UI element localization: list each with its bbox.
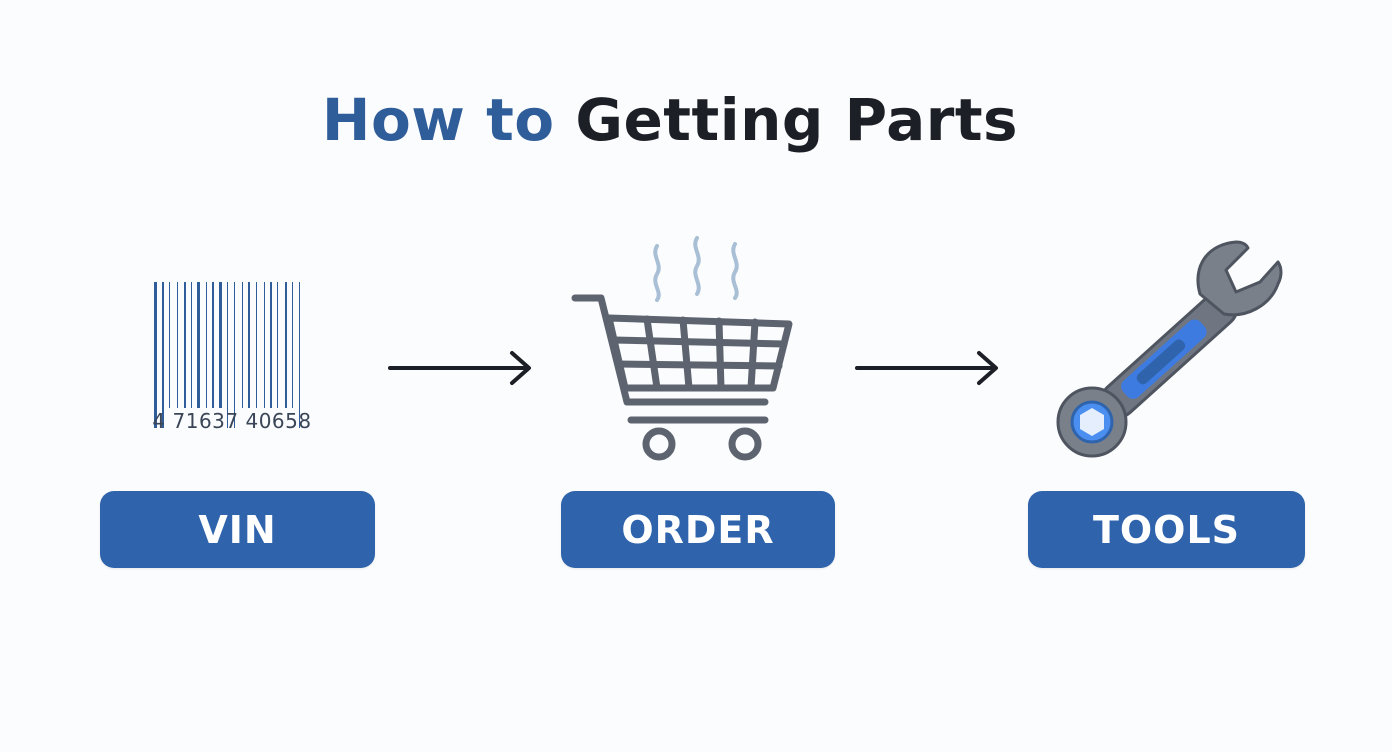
- barcode-bar: [285, 282, 287, 408]
- shopping-cart-icon: [571, 236, 793, 461]
- wrench-icon: [1056, 240, 1283, 458]
- barcode-bar: [264, 282, 265, 408]
- barcode-bar: [154, 282, 157, 428]
- barcode-bar: [256, 282, 257, 408]
- barcode-bar: [219, 282, 222, 408]
- arrow-right-icon: [388, 351, 531, 385]
- barcode-bar: [292, 282, 293, 408]
- title-part-getting-parts: Getting Parts: [575, 86, 1019, 154]
- barcode-digits: 4 71637 40658: [152, 409, 311, 433]
- barcode-bar: [169, 282, 170, 408]
- arrow-right-icon: [855, 351, 998, 385]
- steam-icon: [653, 236, 739, 302]
- tools-button[interactable]: TOOLS: [1028, 491, 1305, 568]
- barcode-bar: [270, 282, 272, 408]
- barcode-bar: [212, 282, 214, 408]
- barcode-icon: 4 71637 40658: [152, 282, 311, 433]
- barcode-bar: [227, 282, 228, 428]
- barcode-bar: [162, 282, 164, 428]
- page-title: How to Getting Parts: [0, 86, 1340, 154]
- barcode-bar: [234, 282, 235, 428]
- title-part-how-to: How to: [321, 86, 555, 154]
- barcode-bar: [177, 282, 178, 408]
- barcode-bar: [191, 282, 192, 408]
- barcode-bar: [248, 282, 250, 408]
- barcode-bar: [206, 282, 207, 408]
- vin-button[interactable]: VIN: [100, 491, 375, 568]
- barcode-bar: [184, 282, 186, 408]
- order-button[interactable]: ORDER: [561, 491, 835, 568]
- barcode-bar: [299, 282, 300, 428]
- barcode-bar: [277, 282, 278, 408]
- barcode-bar: [197, 282, 200, 408]
- barcode-bar: [242, 282, 243, 408]
